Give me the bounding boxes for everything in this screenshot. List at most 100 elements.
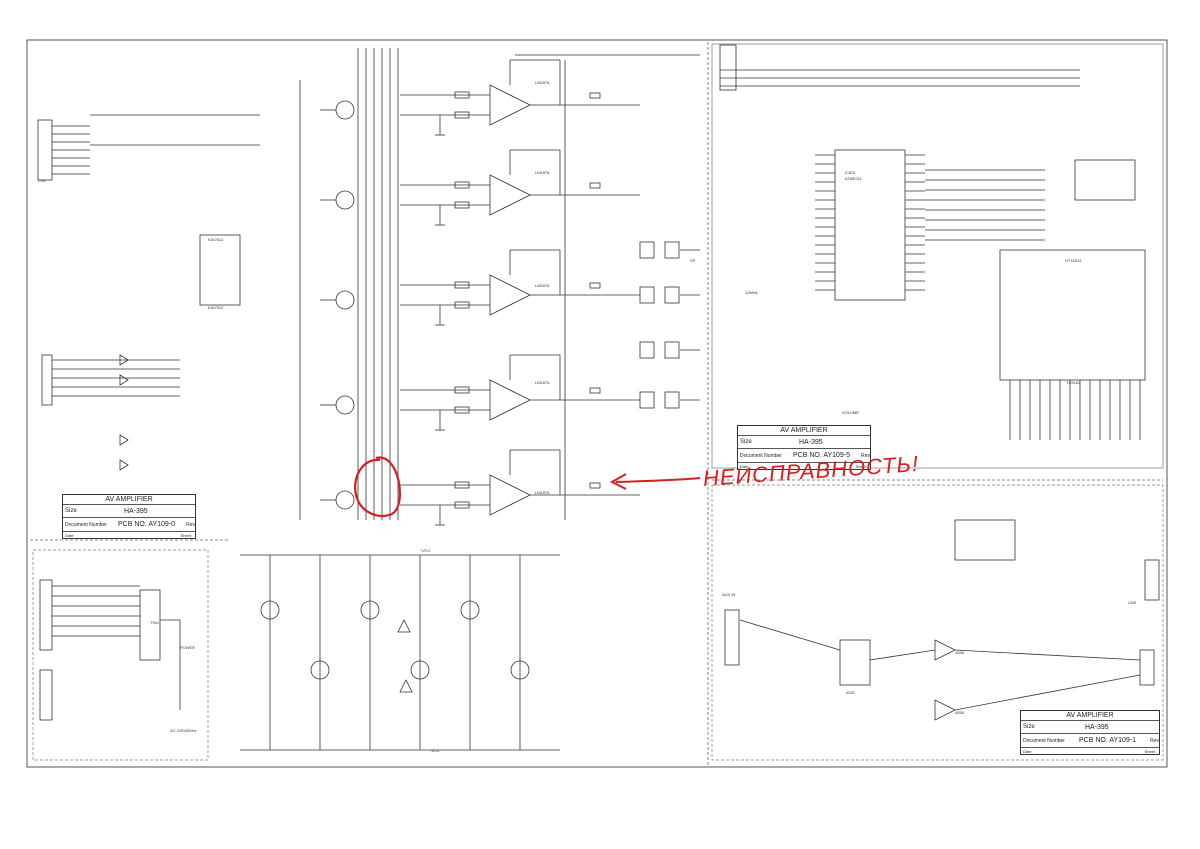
fault-arrow-head	[609, 473, 627, 490]
encoder-label: VOLUME	[842, 410, 859, 415]
board-outline-cpu	[711, 43, 1164, 469]
transformer-label: T901	[150, 620, 160, 625]
title-block-sheet-label: Sheet	[855, 463, 866, 469]
transistor-symbol	[335, 490, 355, 510]
opamp-symbol	[489, 174, 531, 216]
connector-left	[39, 669, 53, 721]
crystal-label: 12MHz	[745, 290, 758, 295]
title-block-date-label: Date	[65, 532, 74, 538]
resistor	[454, 406, 470, 414]
schematic-wires	[52, 48, 1141, 751]
transistor-symbol	[335, 100, 355, 120]
diode-symbol	[119, 434, 129, 446]
transistor-symbol	[460, 600, 480, 620]
resistor	[454, 481, 470, 489]
title-block-size-label: Size	[740, 439, 752, 445]
ic-amp-3-label: LM1876	[535, 283, 550, 288]
regulator-block	[199, 234, 241, 306]
fault-circle	[354, 456, 401, 518]
schematic-components	[37, 44, 1160, 721]
relay-symbol	[664, 241, 680, 259]
resistor	[454, 91, 470, 99]
ic-amp-1-label: LM1876	[535, 80, 550, 85]
ic-opamp-1-label: 4558	[955, 650, 964, 655]
title-block-doc-label: Document Number	[65, 521, 107, 528]
diode-symbol	[119, 459, 129, 471]
relay-symbol	[639, 391, 655, 409]
diode-symbol	[119, 374, 129, 386]
opamp-symbol	[489, 274, 531, 316]
capacitor	[589, 387, 601, 394]
ic-reg-2-label: KIA7912	[208, 305, 224, 310]
title-block-sheet-label: Sheet	[1144, 748, 1155, 754]
transistor-symbol	[360, 600, 380, 620]
capacitor	[589, 482, 601, 489]
title-block-date-label: Date	[740, 463, 749, 469]
capacitor	[589, 182, 601, 189]
title-block-company: AV AMPLIFIER	[63, 495, 195, 505]
ac-input-label: AC 220V/50Hz	[170, 728, 197, 733]
transistor-symbol	[310, 660, 330, 680]
transistor-symbol	[260, 600, 280, 620]
title-block-title: HA-395	[123, 507, 148, 515]
resistor	[454, 386, 470, 394]
signal-wire	[954, 674, 1141, 711]
connector-left	[37, 119, 53, 181]
signal-wire	[739, 619, 841, 651]
ic-opamp-2-label: 4558	[955, 710, 964, 715]
title-block-size-label: Size	[65, 508, 77, 514]
resistor	[454, 181, 470, 189]
signal-wire	[869, 649, 936, 661]
title-block-company: AV AMPLIFIER	[1021, 711, 1159, 721]
ic-decoder-label: TC9162	[1066, 380, 1081, 385]
transistor-symbol	[335, 190, 355, 210]
board-outline-power	[32, 549, 209, 761]
connector-left	[39, 579, 53, 651]
outer-frame	[26, 39, 1168, 768]
transistor-symbol	[335, 395, 355, 415]
title-block-size-label: Size	[1023, 724, 1035, 730]
title-block-company: AV AMPLIFIER	[738, 426, 870, 436]
capacitor	[589, 282, 601, 289]
power-switch-label: POWER	[180, 645, 196, 650]
relay-symbol	[639, 286, 655, 304]
resistor	[454, 501, 470, 509]
title-block-title: HA-395	[798, 438, 823, 446]
relay-symbol	[664, 391, 680, 409]
resistor	[454, 301, 470, 309]
capacitor	[589, 92, 601, 99]
ic-cpu-ref-label: IC601	[845, 170, 856, 175]
vfd-display	[1074, 159, 1136, 201]
ic-reg-1-label: KIA7812	[208, 237, 224, 242]
supply-neg-label: -VCC	[430, 748, 440, 753]
title-block-doc: PCB NO. AY109-5	[792, 452, 851, 459]
title-block-date-label: Date	[1023, 748, 1032, 754]
input-jacks	[724, 609, 740, 666]
connector-right-label: CN5	[1128, 600, 1137, 605]
relay-symbol	[664, 341, 680, 359]
input-chip	[954, 519, 1016, 561]
resistor	[454, 201, 470, 209]
resistor	[454, 281, 470, 289]
opamp-symbol	[934, 639, 956, 661]
transistor-symbol	[410, 660, 430, 680]
ic-switch-label: 4052	[846, 690, 855, 695]
transistor-symbol	[510, 660, 530, 680]
title-block-doc-label: Document Number	[740, 452, 782, 459]
connector-right	[1144, 559, 1160, 601]
title-block-cpu: AV AMPLIFIER Size HA-395 Document Number P…	[737, 425, 871, 470]
transistor-symbol	[335, 290, 355, 310]
opamp-symbol	[489, 474, 531, 516]
title-block-rev-label: Rev	[186, 521, 195, 528]
decoder-chip	[999, 249, 1146, 381]
ic-cpu-label: AT89C51	[845, 176, 862, 181]
title-block-doc-label: Document Number	[1023, 737, 1065, 744]
title-block-title: HA-395	[1084, 723, 1109, 731]
title-block-rev-label: Rev	[861, 452, 870, 459]
signal-wire	[954, 649, 1141, 661]
fault-arrow-line	[615, 477, 701, 483]
title-block-sheet-label: Sheet	[180, 532, 191, 538]
